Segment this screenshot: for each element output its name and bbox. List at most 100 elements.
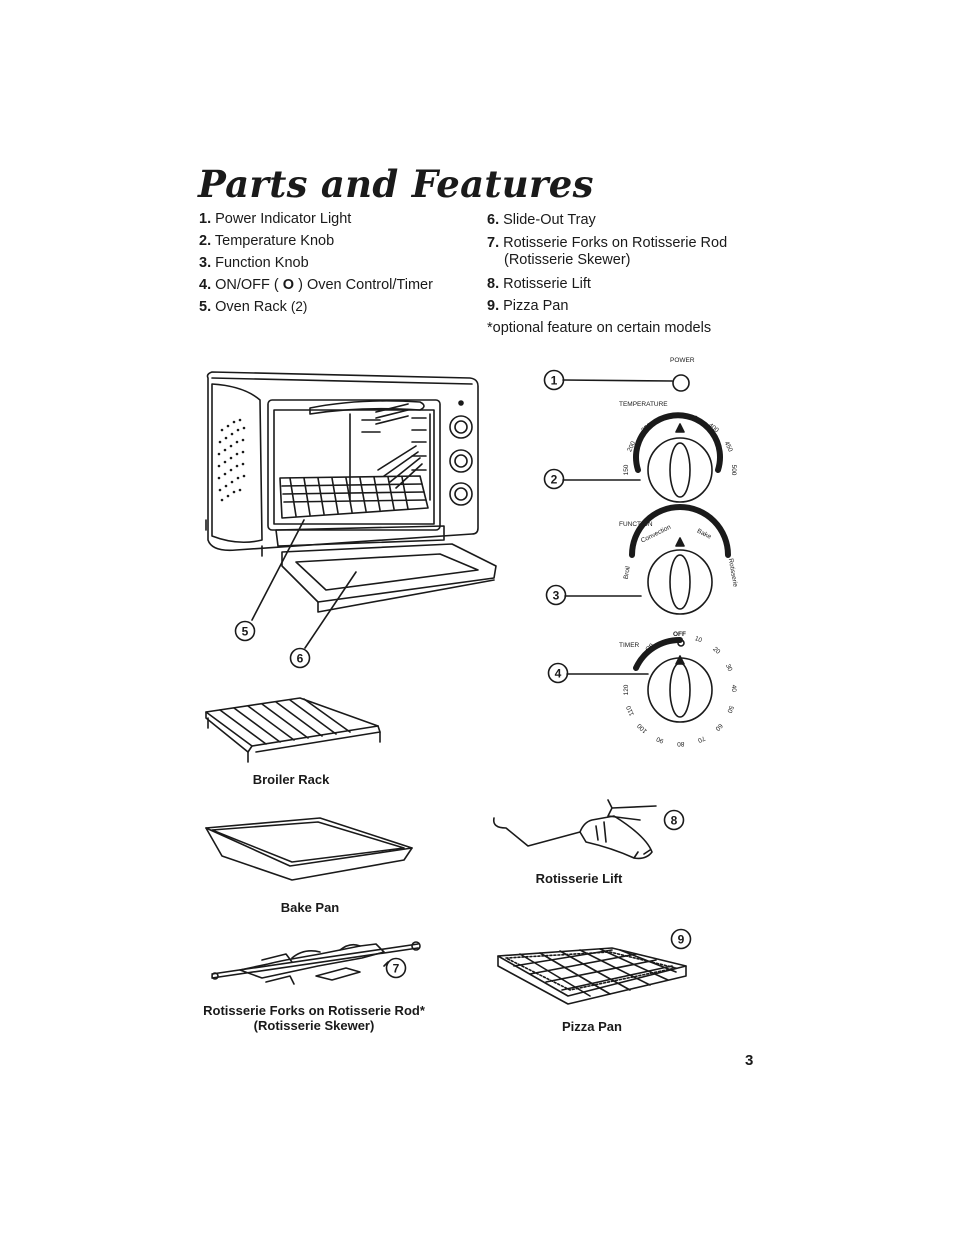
callout-5-circle <box>234 620 256 642</box>
timer-tick-label: 110 <box>625 704 636 717</box>
caption-broiler-rack: Broiler Rack <box>253 772 330 787</box>
temperature-tick-label: 350 <box>686 413 699 422</box>
callout-2-circle <box>543 468 565 490</box>
callout-3-label: 3 <box>553 589 560 603</box>
part-number: 1. <box>199 211 212 227</box>
callout-1-label: 1 <box>551 374 558 388</box>
caption-rotisserie-forks-line1: Rotisserie Forks on Rotisserie Rod* <box>203 1003 426 1018</box>
timer-tick-label: 100 <box>636 722 649 735</box>
temperature-tick-label: 300 <box>662 413 675 422</box>
caption-bake-pan: Bake Pan <box>281 900 340 915</box>
part-number: 3. <box>199 255 212 271</box>
timer-tick-label: 40 <box>730 685 737 693</box>
rotisserie-forks-drawing <box>211 941 421 985</box>
caption-pizza-pan: Pizza Pan <box>562 1019 622 1034</box>
parts-illustration: 1 2 3 4 5 6 7 8 9 POWER TEMPERATURE FUNC… <box>203 357 739 1034</box>
part-label: Slide-Out Tray <box>503 212 596 228</box>
rotisserie-lift-drawing <box>492 799 657 860</box>
function-tick-label: Bake <box>696 528 713 541</box>
side-vent-dots <box>217 418 246 502</box>
timer-tick-label: 60 <box>713 722 723 732</box>
pizza-pan-drawing <box>497 947 687 1005</box>
broiler-rack-drawing <box>205 697 381 763</box>
timer-tick-label: 20 <box>711 646 721 656</box>
timer-label: TIMER <box>619 642 640 649</box>
part-item-9: 9. Pizza Pan <box>487 295 727 317</box>
temperature-tick-label: 150 <box>623 464 630 475</box>
part-item-2: 2. Temperature Knob <box>199 230 433 252</box>
temperature-label: TEMPERATURE <box>619 401 668 408</box>
callout-6-circle <box>289 647 311 669</box>
caption-rotisserie-forks-line2: (Rotisserie Skewer) <box>254 1018 375 1033</box>
part-label-post: ) Oven Control/Timer <box>298 277 433 293</box>
temperature-tick-label: 500 <box>730 465 737 476</box>
callout-6-leader <box>304 571 357 649</box>
timer-tick-label: 80 <box>677 740 685 747</box>
part-label-pre: ON/OFF ( <box>215 277 279 293</box>
part-item-3: 3. Function Knob <box>199 252 433 274</box>
part-item-1: 1. Power Indicator Light <box>199 208 433 230</box>
caption-rotisserie-lift: Rotisserie Lift <box>536 871 623 886</box>
timer-tick-label: 50 <box>725 705 734 715</box>
page-title: Parts and Features <box>198 162 594 206</box>
part-number: 2. <box>199 233 212 249</box>
part-item-7: 7. Rotisserie Forks on Rotisserie Rod(Ro… <box>487 235 727 269</box>
part-label-line2: (Rotisserie Skewer) <box>504 252 631 268</box>
timer-tick-label: 30 <box>724 663 734 673</box>
callout-3-circle <box>545 584 567 606</box>
toaster-oven-drawing <box>205 371 497 613</box>
callout-1-circle <box>543 369 565 391</box>
part-label: Pizza Pan <box>503 298 569 314</box>
footnote: *optional feature on certain models <box>487 320 712 336</box>
page-number: 3 <box>745 1052 754 1069</box>
callout-5-leader <box>251 519 305 621</box>
function-tick-label: Rotisserie <box>727 558 739 588</box>
part-item-6: 6. Slide-Out Tray <box>487 209 727 231</box>
parts-list-right: 6. Slide-Out Tray 7. Rotisserie Forks on… <box>487 209 727 339</box>
part-label: Power Indicator Light <box>215 211 352 227</box>
temperature-tick-label: 200 <box>626 440 637 453</box>
on-off-symbol: O <box>282 277 295 293</box>
callout-9-circle <box>670 928 692 950</box>
callout-7-label: 7 <box>393 962 400 976</box>
callout-7-circle <box>385 957 407 979</box>
part-number: 8. <box>487 276 500 292</box>
timer-tick-label: 90 <box>655 735 665 744</box>
temperature-tick-label: 450 <box>723 440 734 453</box>
callout-8-label: 8 <box>671 814 678 828</box>
callout-5-label: 5 <box>242 625 249 639</box>
part-item-5: 5. Oven Rack (2) <box>199 296 433 318</box>
bake-pan-drawing <box>205 817 413 881</box>
part-item-8: 8. Rotisserie Lift <box>487 273 727 295</box>
callout-4-circle <box>547 662 569 684</box>
part-number: 5. <box>199 299 212 315</box>
part-label: Oven Rack <box>215 299 287 315</box>
callout-9-label: 9 <box>678 933 685 947</box>
callout-1-leader <box>562 379 673 382</box>
part-label: Rotisserie Forks on Rotisserie Rod <box>503 235 728 251</box>
power-indicator-light <box>672 374 690 392</box>
temperature-knob-drawing <box>633 412 723 503</box>
timer-knob-drawing <box>633 636 713 723</box>
function-label: FUNCTION <box>619 521 653 528</box>
part-label: Temperature Knob <box>214 233 335 249</box>
timer-off-label: OFF <box>673 631 686 638</box>
part-number: 7. <box>487 235 500 251</box>
callout-6-label: 6 <box>297 652 304 666</box>
power-label: POWER <box>670 357 695 364</box>
timer-tick-label: 70 <box>696 734 706 743</box>
callout-2-label: 2 <box>551 473 558 487</box>
part-note: (2) <box>290 299 308 314</box>
callout-8-circle <box>663 809 685 831</box>
part-item-4: 4. ON/OFF ( O ) Oven Control/Timer <box>199 274 433 296</box>
parts-list-left: 1. Power Indicator Light 2. Temperature … <box>199 208 433 318</box>
part-number: 6. <box>487 212 500 228</box>
function-tick-label: Broil <box>623 565 632 580</box>
part-label: Rotisserie Lift <box>503 276 591 292</box>
function-knob-drawing <box>629 504 731 615</box>
timer-tick-label: 10 <box>694 635 704 644</box>
part-label: Function Knob <box>215 255 309 271</box>
part-number: 4. <box>199 277 212 293</box>
timer-tick-label: 120 <box>623 684 630 695</box>
part-number: 9. <box>487 298 500 314</box>
